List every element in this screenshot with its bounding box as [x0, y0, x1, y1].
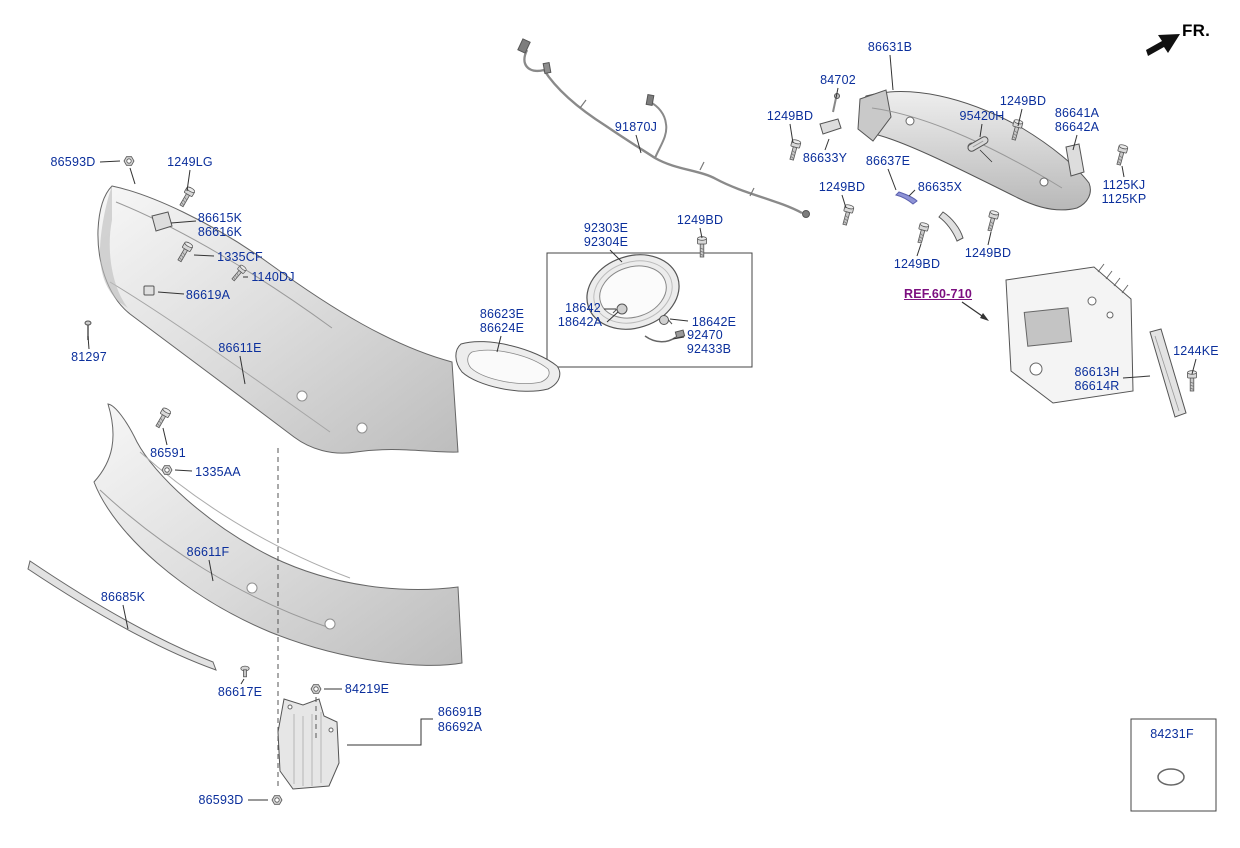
part-label-86611f: 86611F	[186, 545, 230, 559]
part-label-86615k: 86615K	[197, 211, 243, 225]
part-label-86691b: 86691B	[437, 705, 483, 719]
leader-lines	[87, 54, 1197, 801]
part-label-92303e: 92303E	[583, 221, 629, 235]
part-label-18642a: 18642A	[557, 315, 603, 329]
part-label-84231f: 84231F	[1150, 727, 1194, 741]
part-label-86685k: 86685K	[100, 590, 146, 604]
nut-icon	[271, 795, 283, 805]
part-label-1249bd-beam-mid: 1249BD	[818, 180, 866, 194]
bolt-icon	[697, 236, 707, 258]
part-label-86641a: 86641A	[1054, 106, 1100, 120]
part-label-86631b: 86631B	[867, 40, 913, 54]
reference-link[interactable]: REF.60-710	[903, 287, 973, 301]
part-label-18642e: 18642E	[691, 315, 737, 329]
part-label-86616k: 86616K	[197, 225, 243, 239]
strip-86635x	[895, 191, 918, 205]
reflector-lamp-ring	[586, 254, 680, 330]
nut-icon	[123, 156, 135, 166]
part-label-92304e: 92304E	[583, 235, 629, 249]
bolt-icon	[153, 406, 172, 430]
part-label-86617e: 86617E	[217, 685, 263, 699]
bolt-icon	[1113, 143, 1129, 167]
part-label-86624e: 86624E	[479, 321, 525, 335]
part-label-1249bd-below-left: 1249BD	[893, 257, 941, 271]
part-label-1125kj: 1125KJ	[1102, 178, 1146, 192]
part-label-1249bd-beam-left: 1249BD	[766, 109, 814, 123]
grommet-84231f	[1157, 768, 1185, 786]
bolt-icon	[839, 203, 855, 227]
bracket-86615k	[151, 211, 173, 232]
part-label-1335cf: 1335CF	[217, 250, 263, 264]
part-label-1249bd-below-right: 1249BD	[964, 246, 1012, 260]
wiring-harness	[517, 38, 810, 218]
part-label-1249lg: 1249LG	[167, 155, 213, 169]
part-label-86614r: 86614R	[1074, 379, 1120, 393]
part-label-84219e: 84219E	[344, 682, 390, 696]
bolt-icon	[984, 209, 1000, 233]
part-label-86637e: 86637E	[865, 154, 911, 168]
ref-arrow	[961, 301, 989, 321]
rear-bumper-cover-upper	[97, 185, 459, 454]
part-label-92470: 92470	[687, 328, 723, 342]
fr-direction-label: FR.	[1182, 21, 1210, 40]
part-label-1335aa: 1335AA	[195, 465, 241, 479]
part-label-86593d-top: 86593D	[50, 155, 96, 169]
part-label-1125kp: 1125KP	[1101, 192, 1147, 206]
bracket-86633y	[819, 118, 842, 135]
part-label-92433b: 92433B	[686, 342, 732, 356]
nut-icon	[161, 465, 173, 475]
part-label-1140dj: 1140DJ	[251, 270, 295, 284]
part-label-86611e: 86611E	[218, 341, 262, 355]
part-label-86692a: 86692A	[437, 720, 483, 734]
bolt-icon	[914, 221, 930, 245]
part-inset-box	[1130, 718, 1217, 812]
sensor-95420h	[967, 136, 989, 152]
bulb-socket-2	[659, 315, 673, 325]
alignment-dashes	[277, 448, 317, 790]
part-label-81297: 81297	[71, 350, 107, 364]
rear-bumper-beam	[857, 89, 1091, 211]
part-label-86591: 86591	[150, 446, 186, 460]
fr-arrow-icon	[1146, 34, 1180, 56]
clip-icon	[240, 665, 250, 678]
part-label-95420h: 95420H	[959, 109, 1005, 123]
part-label-84702: 84702	[820, 73, 856, 87]
bolt-icon	[177, 185, 196, 209]
part-label-1249bd-beam-topright: 1249BD	[999, 94, 1047, 108]
part-label-86619a: 86619A	[185, 288, 231, 302]
clip-hole-86619a	[143, 285, 155, 296]
part-label-1244ke: 1244KE	[1173, 344, 1219, 358]
part-label-86642a: 86642A	[1054, 120, 1100, 134]
bulb-socket-1	[612, 303, 628, 315]
side-reflector-strip	[1149, 328, 1187, 418]
part-label-86633y: 86633Y	[802, 151, 848, 165]
part-label-86593d-bottom: 86593D	[198, 793, 244, 807]
part-label-86635x: 86635X	[917, 180, 963, 194]
bracket-86637e	[938, 211, 964, 242]
part-label-18642: 18642	[565, 301, 601, 315]
lamp-wiring	[644, 329, 686, 343]
body-panel-ref	[1005, 263, 1134, 404]
bolt-icon	[786, 138, 802, 162]
part-label-86623e: 86623E	[479, 307, 525, 321]
part-label-91870j: 91870J	[614, 120, 658, 134]
mounting-bracket	[277, 698, 340, 790]
bumper-molding-strip	[27, 560, 217, 671]
fasteners	[84, 118, 1197, 805]
bumper-trim-bezel	[455, 341, 561, 392]
part-label-86613h: 86613H	[1074, 365, 1120, 379]
rear-lamp-assembly-box	[546, 252, 753, 368]
part-label-1249bd-lamp: 1249BD	[676, 213, 724, 227]
nut-icon	[310, 684, 322, 694]
